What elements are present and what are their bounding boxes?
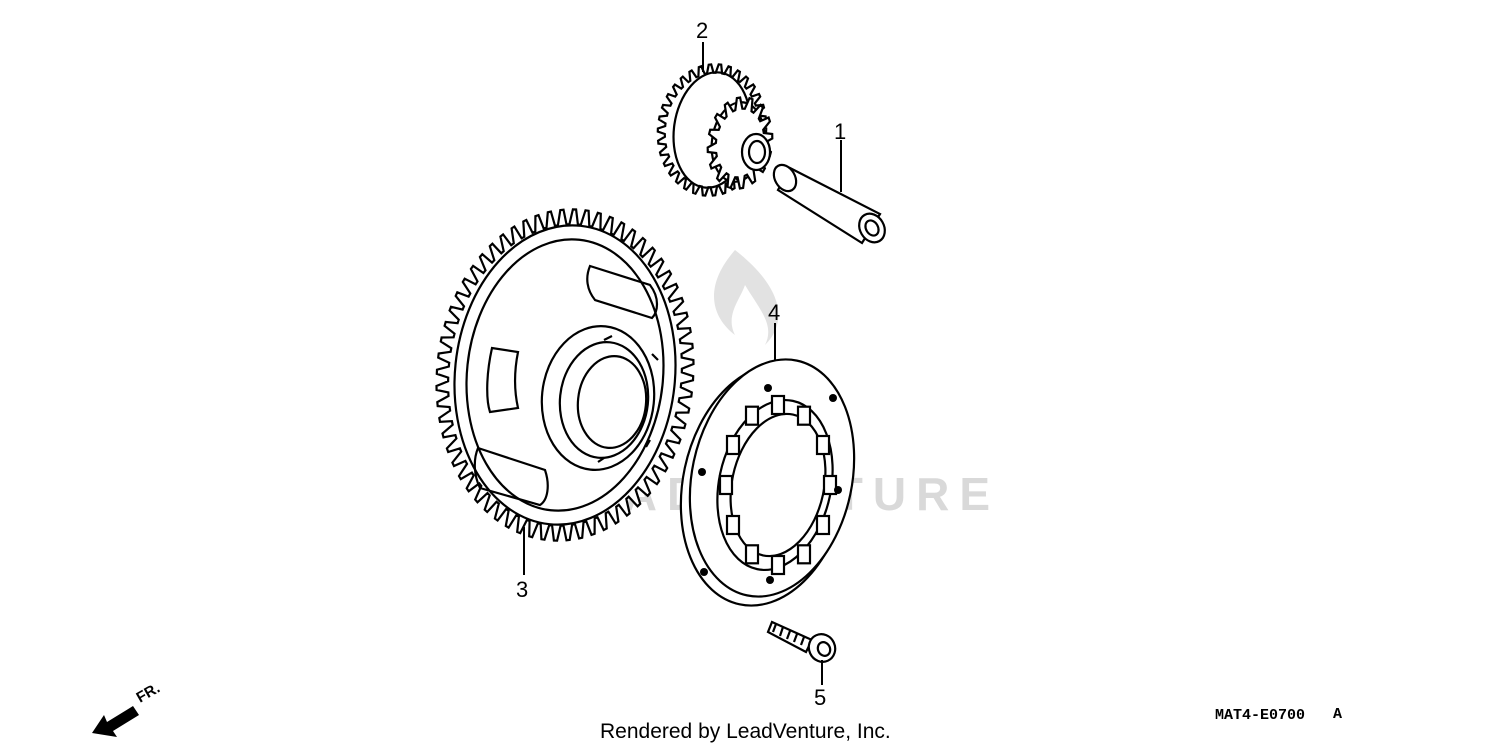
clutch-roller: [796, 405, 812, 426]
front-direction-arrow: FR.: [92, 680, 163, 737]
part-4-one-way-clutch[interactable]: [659, 344, 875, 621]
callout-2[interactable]: 2: [696, 18, 708, 43]
clutch-roller: [744, 405, 760, 426]
leader-lines: [523, 42, 842, 685]
front-arrow-label: FR.: [134, 680, 163, 707]
clutch-roller: [770, 554, 786, 576]
clutch-roller: [822, 474, 838, 496]
part-4-rollers: [718, 394, 838, 576]
clutch-roller: [770, 394, 786, 416]
bolt-hole: [700, 568, 708, 576]
diagram-revision: A: [1333, 706, 1342, 723]
bolt-hole: [829, 394, 837, 402]
bolt-hole: [764, 384, 772, 392]
clutch-roller: [815, 434, 831, 456]
part-5-bolt[interactable]: [766, 620, 840, 666]
part-2-gear[interactable]: [656, 63, 774, 197]
clutch-roller: [718, 474, 734, 496]
callout-4[interactable]: 4: [768, 300, 780, 325]
callout-5[interactable]: 5: [814, 685, 826, 710]
clutch-roller: [796, 544, 812, 565]
part-1-shaft[interactable]: [769, 161, 890, 247]
diagram-code: MAT4-E0700: [1215, 707, 1305, 724]
callout-3[interactable]: 3: [516, 577, 528, 602]
clutch-roller: [815, 514, 831, 536]
clutch-roller: [725, 434, 741, 456]
clutch-roller: [725, 514, 741, 536]
front-arrow-icon: [92, 706, 139, 737]
bolt-hole: [698, 468, 706, 476]
watermark-flame-icon: [714, 250, 779, 345]
bolt-hole: [834, 486, 842, 494]
part-4-bolt-holes: [698, 384, 842, 584]
clutch-roller: [744, 544, 760, 565]
bolt-hole: [766, 576, 774, 584]
callout-1[interactable]: 1: [834, 119, 846, 144]
render-credit: Rendered by LeadVenture, Inc.: [600, 720, 891, 743]
part-3-starter-driven-gear[interactable]: [435, 208, 695, 542]
